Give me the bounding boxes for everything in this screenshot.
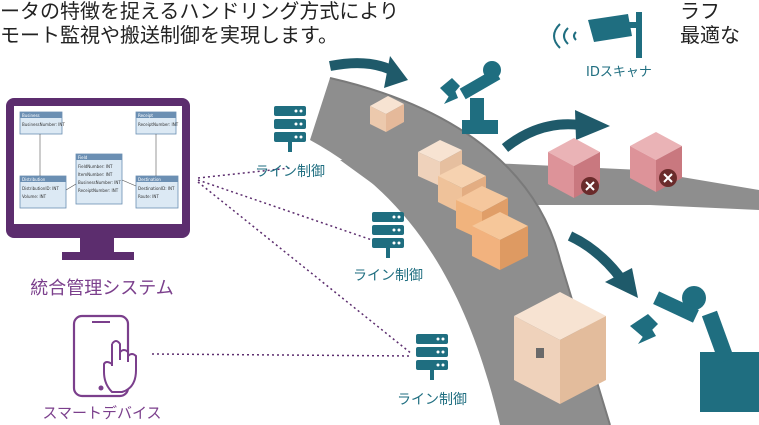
er-entity-title: Receipt xyxy=(138,113,153,118)
device-label: スマートデバイス xyxy=(42,404,161,422)
er-entity-row: Route: INT xyxy=(138,194,159,199)
side-text-line-1: ラフ xyxy=(680,0,720,23)
side-text-line-2: 最適な xyxy=(680,23,740,47)
er-entity: Business BusinessNumber: INT xyxy=(19,111,65,135)
er-entity: Field FieldNumber: INT ItemNumber: INT B… xyxy=(75,153,123,205)
box-mid-4 xyxy=(472,212,528,270)
server-icon xyxy=(416,334,448,380)
scanner-label: IDスキャナ xyxy=(586,65,652,80)
er-entity-row: FieldNumber: INT xyxy=(78,164,113,169)
er-entity-title: Destination xyxy=(138,177,161,182)
box-large xyxy=(514,292,606,404)
er-entity-row: DestinationID: INT xyxy=(138,186,175,191)
headline-line-2: モート監視や搬送制御を実現します。 xyxy=(0,23,338,47)
er-entity-row: ReceiptNumber: INT xyxy=(138,122,179,127)
er-entity: Distribution DistributionID: INT Volume:… xyxy=(19,175,67,209)
rfid-scanner-icon xyxy=(553,12,642,58)
robot-arm-top xyxy=(440,61,501,134)
headline-line-1: ータの特徴を捉えるハンドリング方式により xyxy=(0,0,399,23)
line-control-label: ライン制御 xyxy=(353,268,423,284)
flow-arrow-down xyxy=(567,231,638,298)
er-entity: Destination DestinationID: INT Route: IN… xyxy=(135,175,179,209)
box-small xyxy=(370,96,404,132)
line-control-label: ライン制御 xyxy=(397,392,467,408)
robot-arm-bottom xyxy=(630,286,759,412)
flow-arrow-top xyxy=(329,56,408,88)
er-entity: Receipt ReceiptNumber: INT xyxy=(135,111,179,135)
er-entity-row: BusinessNumber: INT xyxy=(78,180,121,185)
er-entity-title: Business xyxy=(22,113,40,118)
connection-lines xyxy=(151,167,413,357)
er-entity-title: Distribution xyxy=(22,177,46,182)
monitor-screen-diagram: Business BusinessNumber: INT Receipt Rec… xyxy=(19,111,179,209)
server-icon xyxy=(372,212,404,258)
box-rejected-1 xyxy=(548,138,600,198)
line-control-label: ライン制御 xyxy=(255,164,325,180)
er-entity-row: Volume: INT xyxy=(22,194,47,199)
er-entity-row: BusinessNumber: INT xyxy=(22,122,65,127)
flow-arrow-right xyxy=(501,110,610,152)
system-label: 統合管理システム xyxy=(30,278,173,299)
er-entity-row: ItemNumber: INT xyxy=(78,172,113,177)
smartphone-tap-icon xyxy=(72,314,137,398)
box-rejected-2 xyxy=(630,132,682,192)
er-entity-row: DistributionID: INT xyxy=(22,186,59,191)
server-icon xyxy=(274,106,306,152)
er-entity-row: ReceiptNumber: INT xyxy=(78,188,119,193)
er-relations xyxy=(39,134,157,191)
er-entity-title: Field xyxy=(78,155,88,160)
